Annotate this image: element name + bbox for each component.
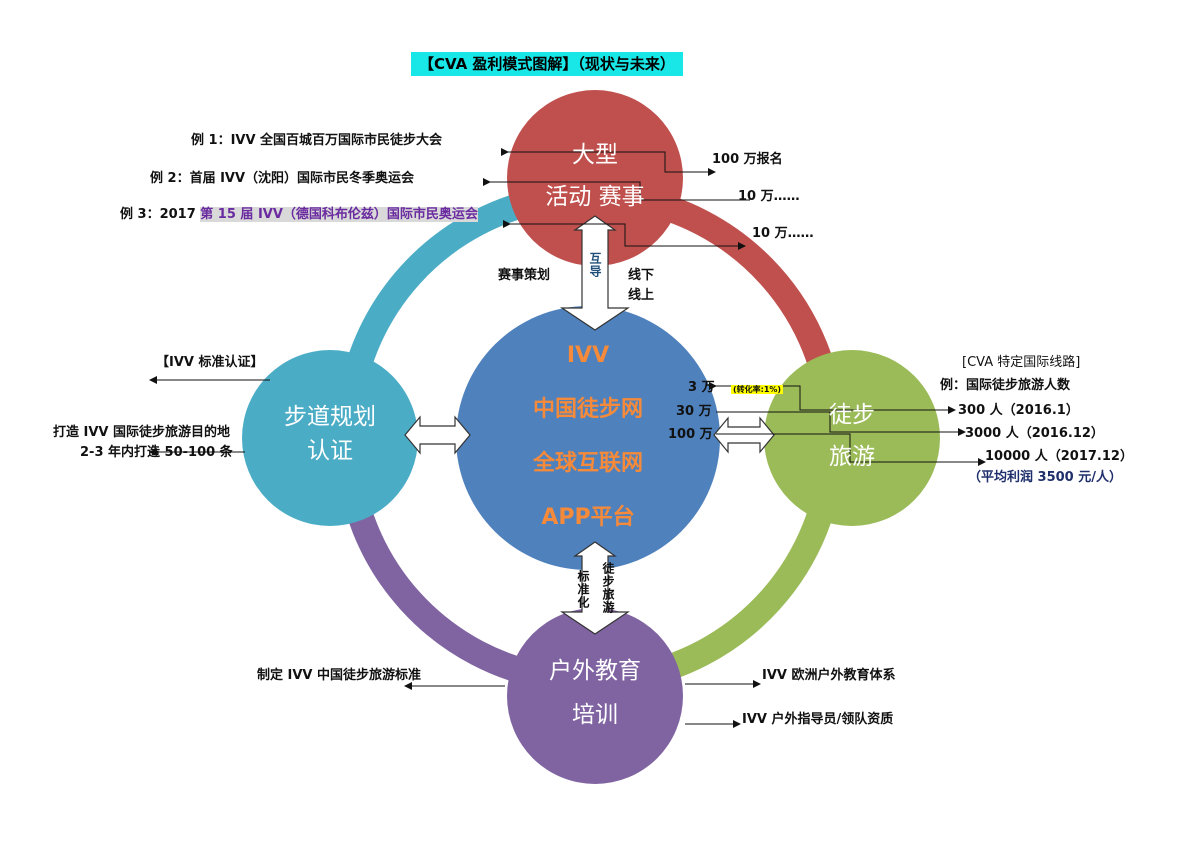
event-example-3-prefix: 例 3：2017 xyxy=(120,207,201,222)
education-left: 制定 IVV 中国徒步旅游标准 xyxy=(257,668,422,683)
connector-hiking-2 xyxy=(716,411,966,436)
event-example-2: 例 2：首届 IVV（沈阳）国际市民冬季奥运会 xyxy=(150,171,415,186)
node-hiking-line1: 徒步 xyxy=(829,402,875,428)
connector-label-event-planning: 赛事策划 xyxy=(498,268,551,283)
node-events-line1: 大型 xyxy=(572,142,618,168)
hub-line3: 全球互联网 xyxy=(532,451,643,476)
hub-label: IVV 中国徒步网 全球互联网 APP平台 xyxy=(498,342,678,532)
connector-label-online: 线上 xyxy=(628,288,655,303)
hiking-profit: （平均利润 3500 元/人） xyxy=(968,470,1122,485)
hiking-row-3: 10000 人（2017.12） xyxy=(985,449,1133,464)
node-hiking-line2: 旅游 xyxy=(829,444,875,470)
connector-ex3 xyxy=(503,220,746,250)
connector-label-standardize: 标准化 xyxy=(576,570,590,609)
event-result-3: 10 万…… xyxy=(752,226,814,241)
event-result-2: 10 万…… xyxy=(738,189,800,204)
hiking-left-1: 3 万 xyxy=(688,380,715,395)
conversion-rate-badge: (转化率:1%) xyxy=(731,381,784,398)
hiking-left-2: 30 万 xyxy=(676,404,712,419)
education-right-1: IVV 欧洲户外教育体系 xyxy=(762,668,896,683)
hub-line2: 中国徒步网 xyxy=(532,397,643,422)
hiking-left-3: 100 万 xyxy=(668,427,713,442)
arrow-left-horizontal xyxy=(404,415,471,455)
trail-line-1: 打造 IVV 国际徒步旅游目的地 xyxy=(53,425,231,440)
node-hiking-label: 徒步 旅游 xyxy=(792,400,912,472)
trail-line-2: 2-3 年内打造 50-100 条 xyxy=(80,445,233,460)
connector-label-mutual-guide: 互导 xyxy=(588,252,602,278)
node-education-circle[interactable] xyxy=(507,608,683,784)
event-example-1: 例 1：IVV 全国百城百万国际市民徒步大会 xyxy=(191,133,443,148)
node-trail-label: 步道规划 认证 xyxy=(260,402,400,466)
connector-label-offline: 线下 xyxy=(628,268,655,283)
node-trail-circle[interactable] xyxy=(242,350,418,526)
conversion-rate-label: (转化率:1%) xyxy=(731,385,784,394)
hiking-header-1: [CVA 特定国际线路] xyxy=(962,355,1081,370)
event-result-1: 100 万报名 xyxy=(712,152,783,167)
connector-ex2 xyxy=(483,178,750,201)
connector-label-hiking-tourism: 徒步旅游 xyxy=(601,562,615,614)
hiking-header-2: 例：国际徒步旅游人数 xyxy=(940,378,1071,393)
node-hub-circle[interactable] xyxy=(456,306,720,570)
event-example-3-highlight: 第 15 届 IVV（德国科布伦兹）国际市民奥运会 xyxy=(200,207,478,222)
node-education-label: 户外教育 培训 xyxy=(535,656,655,730)
node-education-line2: 培训 xyxy=(572,702,618,728)
trail-header: 【IVV 标准认证】 xyxy=(156,355,264,370)
arrow-right-horizontal xyxy=(713,416,775,454)
education-right-2: IVV 户外指导员/领队资质 xyxy=(742,712,894,727)
node-education-line1: 户外教育 xyxy=(549,658,641,684)
connector-ex1 xyxy=(501,148,716,176)
page-title: 【CVA 盈利模式图解】（现状与未来） xyxy=(411,52,683,76)
hiking-row-1: 300 人（2016.1） xyxy=(958,403,1079,418)
hub-line4: APP平台 xyxy=(541,505,635,530)
node-events-line2: 活动 赛事 xyxy=(545,184,645,210)
hiking-row-2: 3000 人（2016.12） xyxy=(965,426,1104,441)
node-trail-line2: 认证 xyxy=(307,438,353,464)
connector-hiking-3 xyxy=(716,433,986,466)
hub-line1: IVV xyxy=(566,343,610,368)
node-events-label: 大型 活动 赛事 xyxy=(535,140,655,212)
event-example-3: 例 3：2017 第 15 届 IVV（德国科布伦兹）国际市民奥运会 xyxy=(120,207,478,223)
arrow-bottom-vertical xyxy=(560,541,630,635)
node-trail-line1: 步道规划 xyxy=(284,404,376,430)
